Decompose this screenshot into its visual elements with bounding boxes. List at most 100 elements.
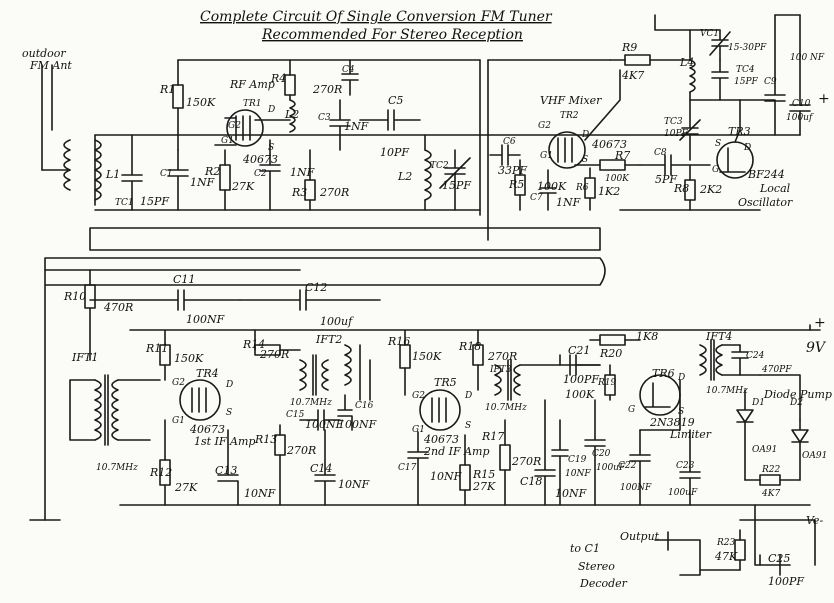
c15-value: 100NF bbox=[305, 418, 344, 431]
output-label-1: Output bbox=[620, 530, 660, 543]
ift3-label: IFT3 bbox=[489, 365, 512, 375]
tr1-g2: G2 bbox=[228, 121, 241, 131]
c6-value: 33PF bbox=[498, 164, 527, 177]
r3-label: R3 bbox=[291, 186, 307, 199]
r11-label: R11 bbox=[145, 342, 168, 355]
tr3-s: S bbox=[715, 139, 721, 149]
c22-label: C22 bbox=[618, 461, 637, 471]
c3-label: C3 bbox=[318, 113, 331, 123]
tr2-g1: G1 bbox=[540, 151, 553, 161]
r17-label: R17 bbox=[481, 430, 504, 443]
tr4-type: 40673 bbox=[189, 423, 225, 436]
r6-label: R6 bbox=[575, 183, 589, 193]
tc2-label: TC2 bbox=[430, 161, 449, 171]
tr1-g1: G1 bbox=[221, 136, 234, 146]
output-label-3: Stereo bbox=[578, 560, 615, 573]
c2-value: 1NF bbox=[290, 166, 315, 179]
local-oscillator-stage bbox=[619, 14, 811, 211]
r18-label: R18 bbox=[458, 340, 481, 353]
r10-value: 470R bbox=[103, 301, 133, 314]
r6-value: 1K2 bbox=[598, 185, 620, 198]
c7-label: C7 bbox=[530, 193, 543, 203]
c8-value: 5PF bbox=[655, 173, 677, 186]
r12-value: 27K bbox=[174, 481, 198, 494]
ift2-freq: 10.7MHz bbox=[290, 398, 332, 408]
r9-label: R9 bbox=[621, 41, 637, 54]
r22-value: 4K7 bbox=[761, 489, 780, 499]
rf-amp-label: RF Amp bbox=[229, 78, 275, 91]
c22-value: 100NF bbox=[620, 483, 652, 493]
diode-pump-stage bbox=[654, 374, 816, 576]
r11-value: 150K bbox=[174, 352, 204, 365]
title-line-1: Complete Circuit Of Single Conversion FM… bbox=[200, 9, 553, 25]
r4-value: 270R bbox=[312, 83, 342, 96]
tr2-s: S bbox=[582, 155, 588, 165]
tr3-g: G bbox=[712, 165, 719, 175]
c11-label: C11 bbox=[173, 273, 195, 286]
second-if-amp-stage bbox=[399, 329, 641, 506]
c24-label: C24 bbox=[746, 351, 765, 361]
c1-label: C1 bbox=[160, 169, 173, 179]
tr4-s: S bbox=[226, 408, 232, 418]
tr5-s: S bbox=[465, 421, 471, 431]
local-oscillator-label-2: Oscillator bbox=[738, 196, 793, 209]
r8-label: R8 bbox=[673, 182, 689, 195]
c23-value: 100uF bbox=[668, 488, 698, 498]
first-if-amp-label: 1st IF Amp bbox=[194, 435, 255, 448]
tr6-label: TR6 bbox=[652, 367, 675, 380]
diode-pump-label: Diode Pump bbox=[763, 388, 832, 401]
d2-label: D2 bbox=[789, 398, 803, 408]
ift3-freq: 10.7MHz bbox=[485, 403, 527, 413]
tr6-s: S bbox=[678, 407, 684, 417]
c12-label: C12 bbox=[305, 281, 327, 294]
c19-value: 10NF bbox=[565, 469, 591, 479]
tc2-value: 15PF bbox=[442, 179, 471, 192]
title-line-2: Recommended For Stereo Reception bbox=[261, 27, 523, 43]
antenna bbox=[41, 64, 71, 191]
r9-value: 4K7 bbox=[621, 69, 644, 82]
c10-value: 100uf bbox=[786, 113, 814, 123]
r1-value: 150K bbox=[186, 96, 216, 109]
d1-value: OA91 bbox=[752, 445, 777, 455]
interconnect-wiring bbox=[29, 227, 821, 521]
r4-label: R4 bbox=[270, 72, 286, 85]
output-label-2: to C1 bbox=[570, 542, 600, 555]
c14-value: 10NF bbox=[338, 478, 370, 491]
c6-label: C6 bbox=[503, 137, 516, 147]
c21-value: 100PF bbox=[563, 373, 599, 386]
r14-label: R14 bbox=[242, 338, 265, 351]
r10-label: R10 bbox=[63, 290, 86, 303]
c1-value: 1NF bbox=[190, 176, 215, 189]
r15-label: R15 bbox=[472, 468, 495, 481]
r23-value: 47K bbox=[714, 550, 738, 563]
c24-value: 470PF bbox=[761, 365, 792, 375]
ift2-label: IFT2 bbox=[315, 333, 342, 346]
l2-right-label: L2 bbox=[397, 170, 412, 183]
r20-label: R20 bbox=[599, 347, 622, 360]
c13-value: 10NF bbox=[244, 487, 276, 500]
tc3-label: TC3 bbox=[664, 117, 683, 127]
tr2-label: TR2 bbox=[560, 111, 579, 121]
c10-label: C10 bbox=[792, 99, 811, 109]
second-if-amp-label: 2nd IF Amp bbox=[423, 445, 490, 458]
c3-value: 1NF bbox=[344, 120, 369, 133]
r15-value: 27K bbox=[472, 480, 496, 493]
c5-value: 10PF bbox=[380, 146, 409, 159]
c20-label: C20 bbox=[592, 449, 611, 459]
tr5-d: D bbox=[464, 391, 472, 401]
c17-label: C17 bbox=[398, 463, 417, 473]
r19-value: 100K bbox=[565, 388, 595, 401]
c23-label: C23 bbox=[676, 461, 695, 471]
tr1-s: S bbox=[268, 143, 274, 153]
c9-label: C9 bbox=[764, 77, 777, 87]
vhf-mixer-label: VHF Mixer bbox=[540, 94, 602, 107]
c16-value: 100NF bbox=[338, 418, 377, 431]
r5-value: 100K bbox=[537, 180, 567, 193]
r1-label: R1 bbox=[159, 83, 175, 96]
r16-label: R16 bbox=[387, 335, 410, 348]
ift4-label: IFT4 bbox=[705, 330, 732, 343]
c11-value: 100NF bbox=[186, 313, 225, 326]
r5-label: R5 bbox=[508, 178, 524, 191]
